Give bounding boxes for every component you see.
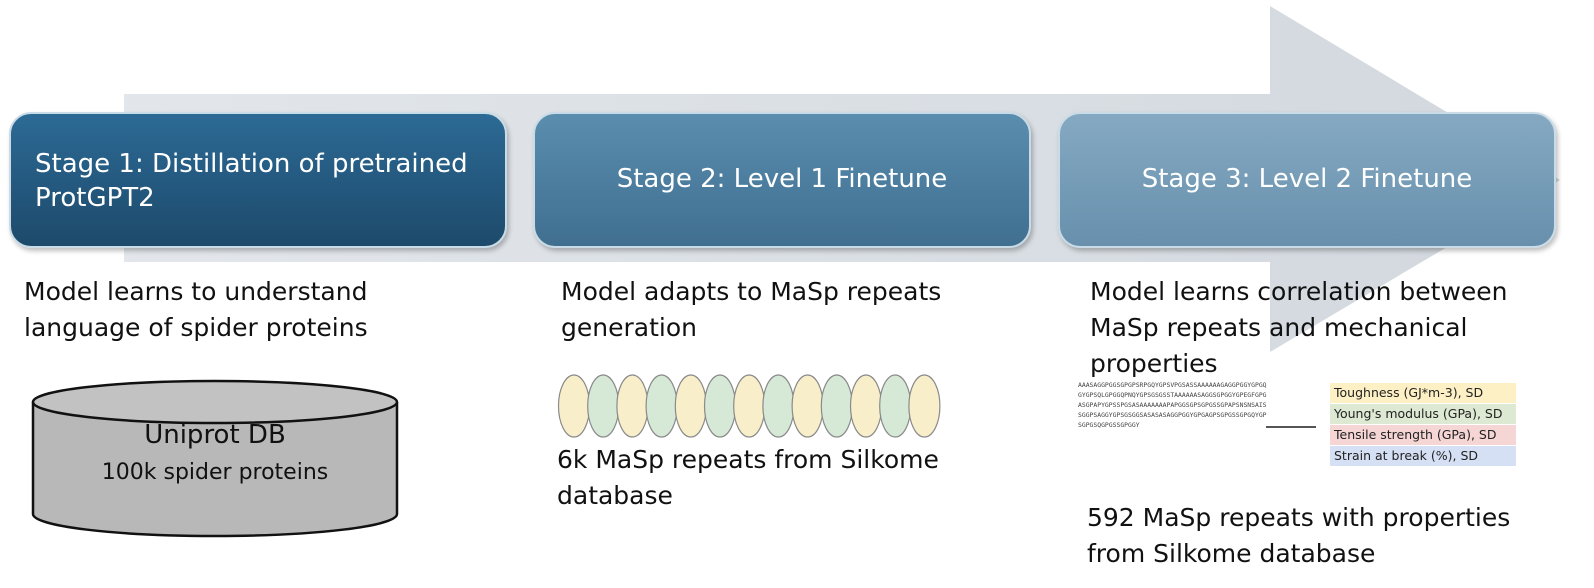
property-tensile-strength: Tensile strength (GPa), SD	[1330, 425, 1516, 445]
bead	[791, 374, 824, 438]
property-youngs-modulus: Young's modulus (GPa), SD	[1330, 404, 1516, 424]
stage-3-description: Model learns correlation between MaSp re…	[1090, 277, 1508, 378]
sequence-property-connector	[1266, 426, 1316, 428]
stage-2-label: Stage 2: Level 1 Finetune	[616, 164, 948, 194]
bead	[849, 374, 883, 438]
bead	[879, 374, 912, 438]
database-subtitle: 100k spider proteins	[101, 460, 329, 485]
bead	[674, 374, 707, 438]
database-cylinder-icon	[31, 379, 399, 538]
bead	[733, 374, 766, 438]
stage-3-dataset: 592 MaSp repeats with properties from Si…	[1087, 503, 1511, 568]
database-title: Uniprot DB	[144, 420, 286, 450]
property-toughness: Toughness (GJ*m-3), SD	[1330, 383, 1516, 403]
stage-2-description: Model adapts to MaSp repeats generation	[561, 277, 942, 342]
property-strain-at-break: Strain at break (%), SD	[1330, 446, 1516, 466]
bead	[616, 374, 649, 438]
stage-1-box: Stage 1: Distillation of pretrained Prot…	[9, 112, 507, 248]
property-list: Toughness (GJ*m-3), SD Young's modulus (…	[1330, 383, 1516, 467]
masp-repeats-beads-icon	[557, 374, 941, 438]
stage-2-box: Stage 2: Level 1 Finetune	[533, 112, 1031, 248]
bead	[557, 374, 591, 438]
bead	[762, 374, 795, 438]
bead	[645, 374, 678, 438]
bead	[820, 374, 853, 438]
stage-2-dataset: 6k MaSp repeats from Silkome database	[557, 445, 939, 510]
stage-1-description: Model learns to understand language of s…	[24, 277, 368, 342]
stage-3-box: Stage 3: Level 2 Finetune	[1058, 112, 1556, 248]
stage-3-label: Stage 3: Level 2 Finetune	[1141, 164, 1473, 194]
bead	[908, 374, 941, 438]
sequence-text: AAASAGGPGGSGPGPSRPGQYGPSVPGSASSAAAAAAGAG…	[1078, 381, 1267, 429]
stage-1-label: Stage 1: Distillation of pretrained Prot…	[35, 149, 468, 213]
bead	[587, 374, 620, 438]
bead	[703, 374, 737, 438]
